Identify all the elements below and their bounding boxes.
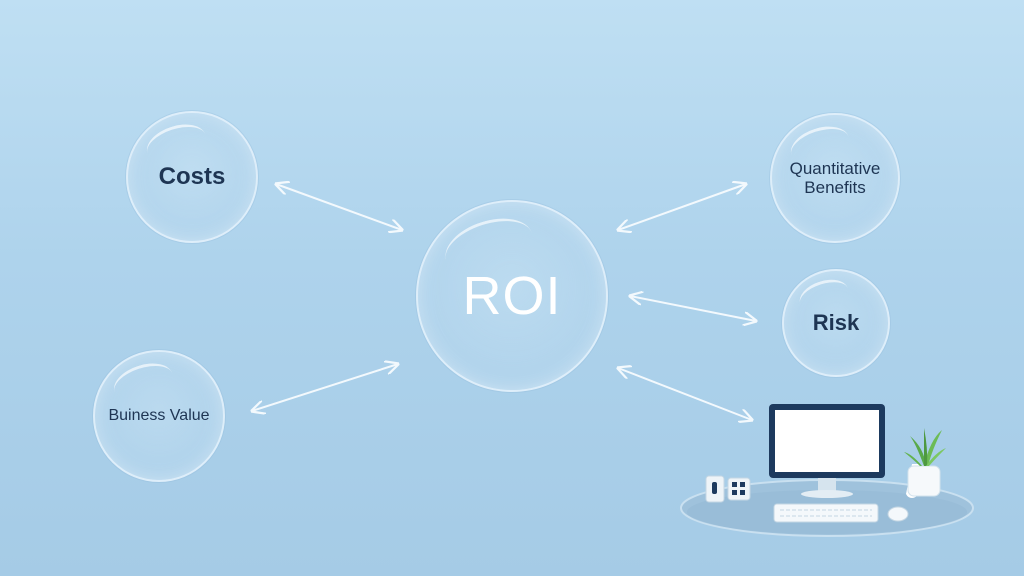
benefits-label: Benefits xyxy=(804,178,866,197)
business-value-bubble: Buiness Value xyxy=(93,350,225,482)
mouse-icon xyxy=(887,506,909,522)
risk-label: Risk xyxy=(812,310,860,335)
speaker-icon xyxy=(705,475,751,503)
roi-center-bubble: ROI xyxy=(416,200,608,392)
arrow-roi-desk xyxy=(618,368,752,420)
risk-bubble: Risk xyxy=(782,269,890,377)
keyboard-icon xyxy=(773,503,879,523)
desktop-computer-icon xyxy=(769,404,885,498)
potted-plant-icon xyxy=(904,428,946,498)
roi-label: ROI xyxy=(462,266,562,326)
arrow-costs-roi xyxy=(276,184,402,230)
arrow-roi-risk xyxy=(630,296,756,321)
costs-bubble: Costs xyxy=(126,111,258,243)
business-value-label: Buiness Value xyxy=(108,407,210,424)
arrow-business-roi xyxy=(252,364,398,411)
desk-illustration xyxy=(680,404,974,537)
arrow-roi-quantitative xyxy=(618,184,746,230)
bubble-highlight xyxy=(108,356,179,410)
quantitative-label: Quantitative xyxy=(789,159,881,178)
quantitative-benefits-bubble: Quantitative Benefits xyxy=(770,113,900,243)
costs-label: Costs xyxy=(158,163,226,190)
